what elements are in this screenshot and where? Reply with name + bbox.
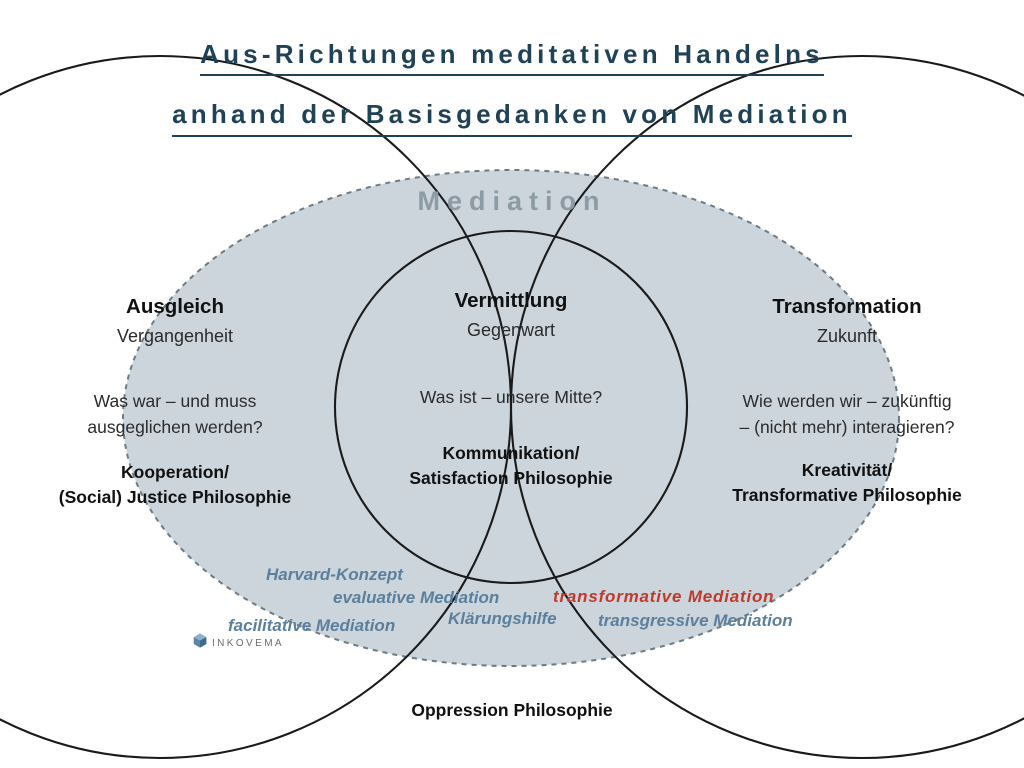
circle-vermittlung: [333, 229, 689, 585]
column-transformation-subtitle: Zukunft: [816, 325, 878, 346]
column-vermittlung-philosophy: Kommunikation/ Satisfaction Philosophie: [361, 441, 661, 492]
inkovema-logo: INKOVEMA: [193, 633, 284, 653]
column-transformation-question: Wie werden wir – zukünftig – (nicht mehr…: [682, 389, 1012, 440]
bottom-caption: Oppression Philosophie: [411, 700, 613, 720]
school-label-harvard-konzept: Harvard-Konzept: [266, 565, 403, 584]
column-vermittlung-question-line-1: Was ist – unsere Mitte?: [419, 387, 603, 408]
column-vermittlung-philosophy-line-2: Satisfaction Philosophie: [409, 467, 613, 488]
school-label-transformative-mediation: transformative Mediation: [553, 587, 775, 606]
school-label-klaerungshilfe: Klärungshilfe: [448, 609, 557, 628]
column-transformation-philosophy-line-1: Kreativität/: [801, 459, 893, 480]
column-transformation-question-line-1: Wie werden wir – zukünftig: [742, 391, 952, 412]
school-label-evaluative-mediation: evaluative Mediation: [333, 588, 500, 607]
school-label-facilitative-mediation: facilitative Mediation: [228, 616, 396, 635]
column-transformation-philosophy-line-2: Transformative Philosophie: [732, 485, 962, 506]
column-vermittlung-title: Vermittlung: [454, 289, 568, 312]
column-ausgleich-question-line-2: ausgeglichen werden?: [87, 416, 263, 437]
page-title: Aus-Richtungen meditativen Handelns anha…: [0, 38, 1024, 137]
school-label-transgressive-mediation: transgressive Mediation: [598, 611, 793, 630]
column-ausgleich-question-line-1: Was war – und muss: [93, 391, 257, 412]
page-title-line-1: Aus-Richtungen meditativen Handelns: [200, 38, 824, 77]
column-ausgleich-philosophy-line-1: Kooperation/: [121, 461, 229, 482]
inkovema-logo-text: INKOVEMA: [212, 637, 284, 649]
diamond-icon: [193, 633, 207, 653]
column-transformation-question-line-2: – (nicht mehr) interagieren?: [739, 416, 955, 437]
column-transformation-philosophy: Kreativität/ Transformative Philosophie: [682, 458, 1012, 509]
column-ausgleich-philosophy-line-2: (Social) Justice Philosophie: [58, 487, 292, 508]
column-transformation-title: Transformation: [772, 295, 922, 318]
column-ausgleich-question: Was war – und muss ausgeglichen werden?: [10, 389, 340, 440]
column-vermittlung-question: Was ist – unsere Mitte?: [361, 385, 661, 410]
column-ausgleich-subtitle: Vergangenheit: [116, 325, 234, 346]
column-vermittlung-subtitle: Gegenwart: [466, 319, 556, 340]
column-ausgleich-title: Ausgleich: [126, 295, 224, 318]
column-transformation: Transformation Zukunft Wie werden wir – …: [682, 294, 1012, 509]
column-ausgleich: Ausgleich Vergangenheit Was war – und mu…: [10, 294, 340, 511]
page-title-line-2: anhand der Basisgedanken von Mediation: [172, 98, 852, 137]
circle-transformation: [510, 55, 1024, 759]
column-ausgleich-philosophy: Kooperation/ (Social) Justice Philosophi…: [10, 460, 340, 511]
column-vermittlung: Vermittlung Gegenwart Was ist – unsere M…: [361, 288, 661, 491]
column-vermittlung-philosophy-line-1: Kommunikation/: [442, 442, 580, 463]
